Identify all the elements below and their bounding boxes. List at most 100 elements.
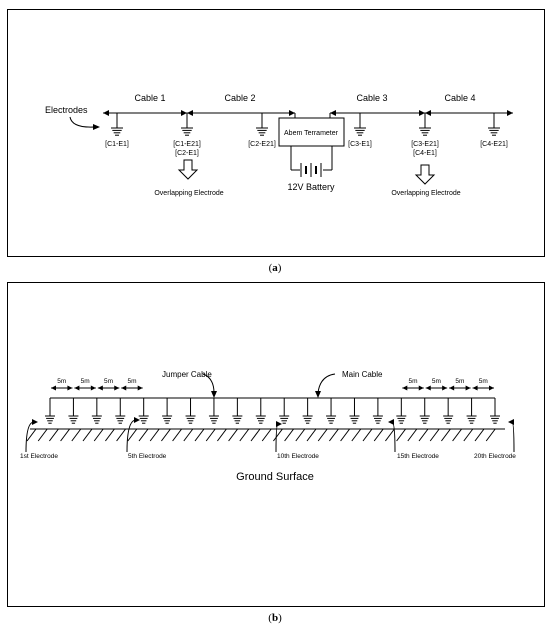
electrode-label: [C1-E1]: [105, 141, 129, 148]
electrode-marker-arrow: [511, 421, 515, 453]
spacing-label: 5m: [57, 378, 66, 385]
spacing-label: 5m: [127, 378, 136, 385]
overlap-down-arrow: [414, 164, 436, 185]
arrow-head: [442, 385, 448, 391]
ground-hatch: [216, 428, 227, 442]
arrow-head: [134, 417, 140, 423]
arrow-head: [103, 110, 109, 116]
electrode-marker-arrow: [275, 423, 279, 453]
ground-hatch: [418, 428, 429, 442]
terrameter-box: [278, 117, 345, 147]
arrow-head: [211, 391, 217, 398]
ground-hatch: [272, 428, 283, 442]
electrode-label: [C3-E1]: [348, 141, 372, 148]
arrow-head: [67, 385, 73, 391]
arrow-head: [137, 385, 143, 391]
ground-hatch: [183, 428, 194, 442]
spacing-label: 5m: [81, 378, 90, 385]
arrow-head: [121, 385, 127, 391]
arrow-head: [32, 419, 38, 425]
arrow-head: [507, 110, 513, 116]
spacing-label: 5m: [479, 378, 488, 385]
arrow-head: [51, 385, 56, 391]
electrode-label: [C3-E21]: [411, 141, 439, 148]
caption-b: (b): [268, 612, 282, 624]
arrow-head: [418, 385, 424, 391]
arrow-head: [419, 110, 425, 116]
arrow-head: [388, 419, 394, 425]
arrow-head: [90, 385, 96, 391]
ground-hatch: [172, 428, 183, 442]
ground-hatch: [440, 428, 451, 442]
ground-hatch: [474, 428, 485, 442]
spacing-label: 5m: [455, 378, 464, 385]
spacing-label: 5m: [409, 378, 418, 385]
ground-hatch: [105, 428, 115, 442]
cable-label: Cable 3: [356, 93, 387, 103]
arrow-head: [181, 110, 187, 116]
ground-hatch: [127, 428, 138, 442]
arrow-head: [465, 385, 471, 391]
electrode-label: [C2-E1]: [175, 150, 199, 157]
ground-hatch: [328, 428, 339, 442]
ground-hatch: [463, 428, 474, 442]
arrow-head: [187, 110, 193, 116]
panel-a: [7, 9, 545, 257]
cable-label: Cable 2: [224, 93, 255, 103]
battery-label: 12V Battery: [287, 182, 335, 192]
ground-hatch: [239, 428, 250, 442]
ground-hatch: [82, 428, 93, 442]
ground-hatch: [351, 428, 362, 442]
electrode-label: [C1-E21]: [173, 141, 201, 148]
ground-hatch: [37, 428, 48, 442]
ground-hatch: [205, 428, 216, 442]
ground-hatch: [485, 428, 496, 442]
ground-hatch: [295, 428, 306, 442]
ground-hatch: [49, 428, 59, 442]
ground-hatch: [160, 428, 171, 442]
ground-hatch: [362, 428, 373, 442]
ground-hatch: [228, 428, 239, 442]
arrow-head: [330, 110, 336, 116]
electrode-marker-arrow: [391, 421, 396, 453]
arrow-head: [425, 110, 431, 116]
spacing-label: 5m: [432, 378, 441, 385]
ground-hatch: [407, 428, 418, 442]
cable-label: Cable 1: [134, 93, 165, 103]
ground-hatch: [317, 428, 328, 442]
electrode-marker-label: 10th Electrode: [277, 453, 319, 460]
ground-hatch: [71, 428, 82, 442]
electrode-label: [C4-E1]: [413, 150, 437, 157]
arrow-head: [114, 385, 120, 391]
electrode-marker-label: 15th Electrode: [397, 453, 439, 460]
arrow-head: [449, 385, 455, 391]
ground-hatch: [284, 428, 295, 442]
electrode-marker-label: 1st Electrode: [20, 453, 58, 460]
electrode-label: [C4-E21]: [480, 141, 508, 148]
electrodes-pointer-arrow: [69, 116, 95, 128]
electrodes-label: Electrodes: [45, 105, 88, 115]
main-cable-arrow: [317, 373, 336, 394]
spacing-label: 5m: [104, 378, 113, 385]
electrode-label: [C2-E21]: [248, 141, 276, 148]
ground-hatch: [116, 428, 126, 442]
electrode-marker-label: 20th Electrode: [474, 453, 516, 460]
arrow-head: [489, 385, 494, 391]
ground-hatch: [26, 428, 37, 442]
overlap-label-left: Overlapping Electrode: [154, 190, 223, 197]
arrow-head: [289, 110, 295, 116]
ground-hatch: [429, 428, 440, 442]
jumper-cable-arrow: [202, 373, 215, 394]
ground-hatch: [138, 428, 149, 442]
arrow-head: [93, 124, 100, 130]
arrow-head: [315, 391, 321, 398]
arrow-head: [276, 421, 282, 427]
overlap-label-right: Overlapping Electrode: [391, 190, 460, 197]
electrode-marker-label: 5th Electrode: [128, 453, 167, 460]
ground-hatch: [384, 428, 395, 442]
ground-hatch: [340, 428, 351, 442]
terrameter-label: Abem Terrameter: [284, 130, 339, 137]
overlap-down-arrow: [177, 159, 199, 180]
